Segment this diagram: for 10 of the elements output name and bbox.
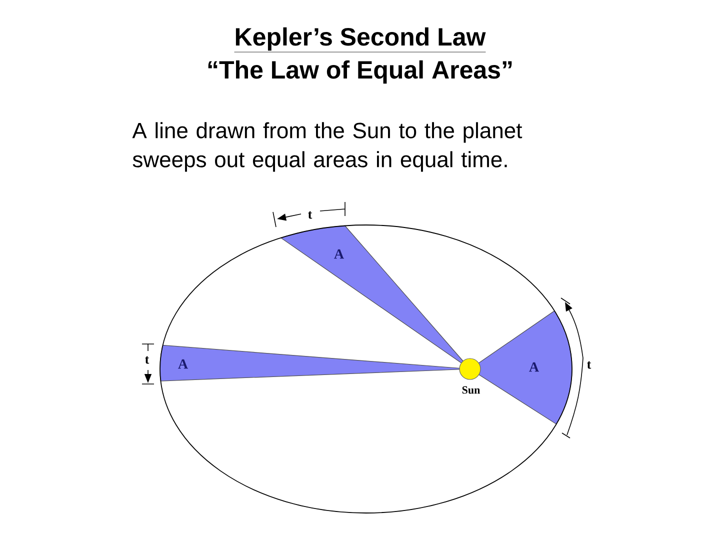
subtitle: “The Law of Equal Areas” bbox=[208, 60, 512, 84]
time-label: t bbox=[587, 361, 592, 369]
time-label: t bbox=[145, 356, 150, 364]
area-label: A bbox=[334, 249, 344, 259]
title: Kepler’s Second Law bbox=[234, 27, 486, 52]
time-label: t bbox=[308, 211, 312, 219]
area-label: A bbox=[178, 359, 188, 369]
sun-label: Sun bbox=[462, 386, 480, 394]
area-label: A bbox=[529, 362, 539, 372]
description-text: A line drawn from the Sun to the planet sweeps out equal areas in equal time. bbox=[132, 122, 522, 172]
